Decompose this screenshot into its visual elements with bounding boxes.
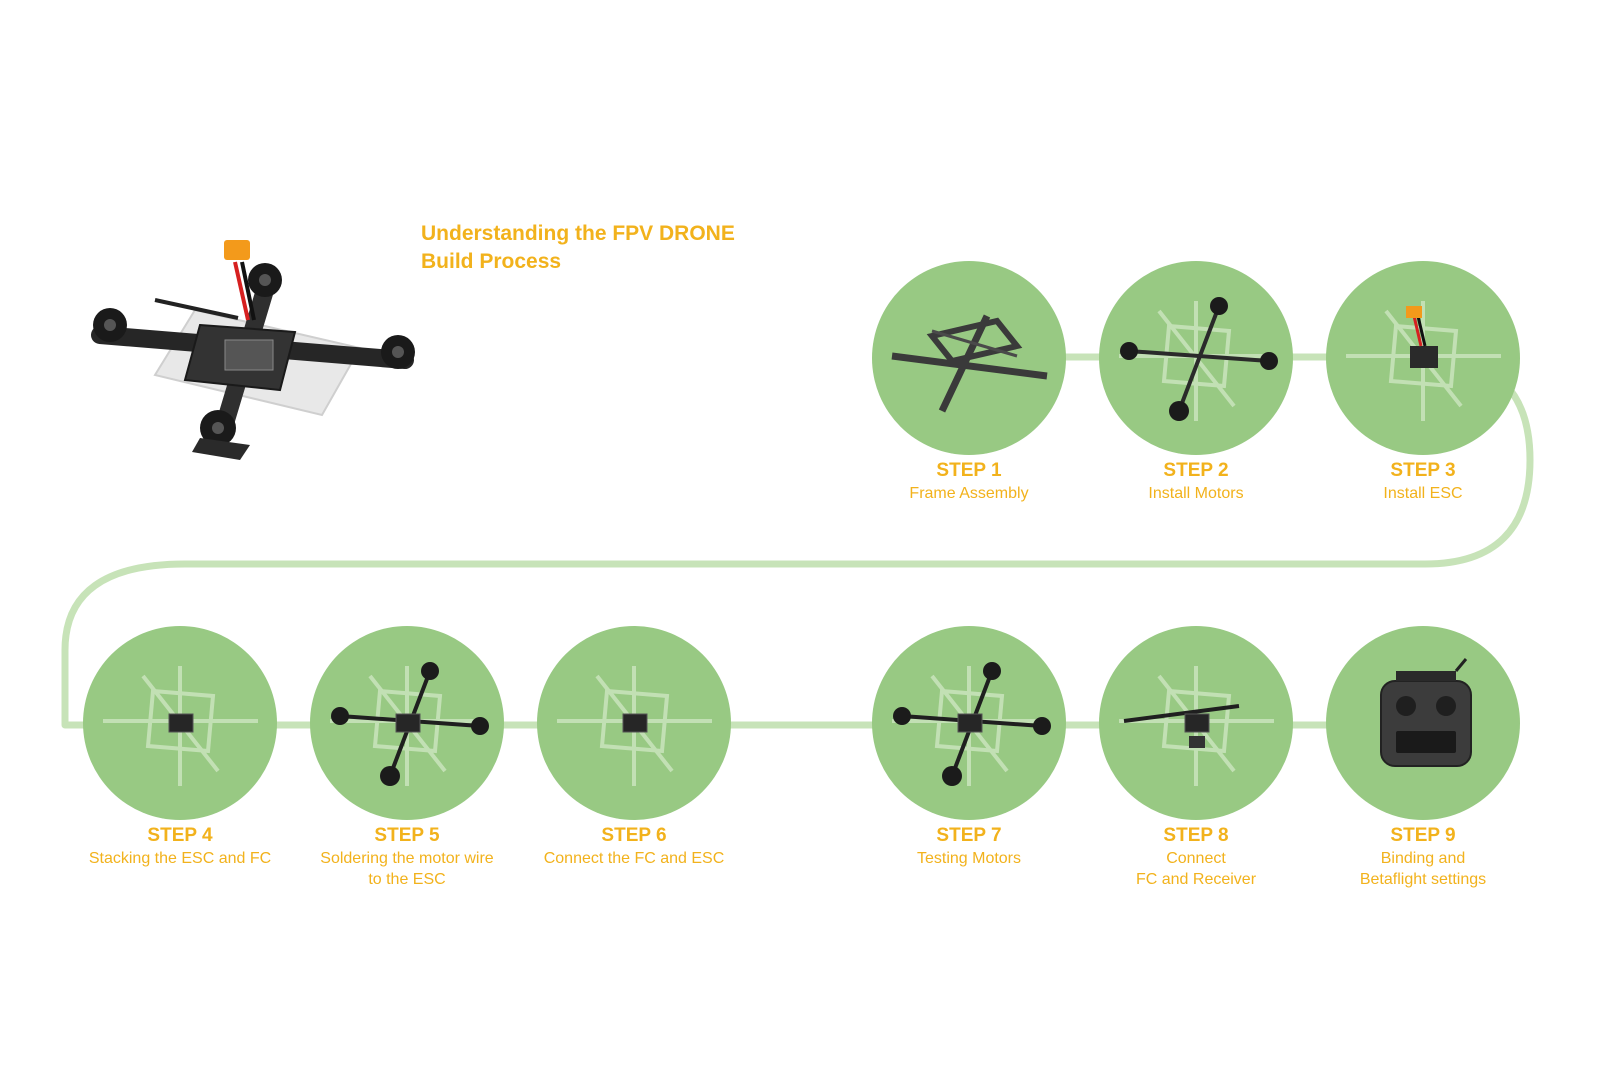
step-number: STEP 9 <box>1390 825 1456 846</box>
diagram-title: Understanding the FPV DRONE Build Proces… <box>421 220 735 276</box>
step-number: STEP 1 <box>936 460 1002 481</box>
step-label: STEP 2 Install Motors <box>1076 459 1316 504</box>
step-label: STEP 4 Stacking the ESC and FC <box>60 824 300 869</box>
step-description: Frame Assembly <box>909 485 1029 502</box>
receiver-icon <box>1119 666 1274 786</box>
solder-icon <box>330 662 489 786</box>
step-circle <box>310 626 504 820</box>
step-number: STEP 4 <box>147 825 213 846</box>
step-number: STEP 5 <box>374 825 440 846</box>
step-number: STEP 3 <box>1390 460 1456 481</box>
step-circle <box>1099 261 1293 455</box>
frame-icon <box>891 314 1048 413</box>
step-circle <box>1326 261 1520 455</box>
step-description: Stacking the ESC and FC <box>88 850 272 867</box>
step-description: Soldering the motor wire to the ESC <box>320 850 494 888</box>
transmitter-icon <box>1380 658 1472 767</box>
step-description: Install Motors <box>1148 485 1244 502</box>
step-description: Connect FC and Receiver <box>1135 850 1257 888</box>
title-line-1: Understanding the FPV DRONE <box>421 222 735 245</box>
step-circle <box>83 626 277 820</box>
step-label: STEP 6 Connect the FC and ESC <box>514 824 754 869</box>
step-label: STEP 1 Frame Assembly <box>849 459 1089 504</box>
step-label: STEP 7 Testing Motors <box>849 824 1089 869</box>
step-circle <box>872 626 1066 820</box>
test-motors-icon <box>892 662 1051 786</box>
step-label: STEP 5 Soldering the motor wire to the E… <box>287 824 527 890</box>
step-number: STEP 2 <box>1163 460 1229 481</box>
step-circle <box>1099 626 1293 820</box>
motors-icon <box>1119 297 1278 421</box>
step-number: STEP 8 <box>1163 825 1229 846</box>
step-label: STEP 8 Connect FC and Receiver <box>1076 824 1316 890</box>
step-description: Testing Motors <box>916 850 1022 867</box>
step-number: STEP 7 <box>936 825 1002 846</box>
step-label: STEP 9 Binding and Betaflight settings <box>1303 824 1543 890</box>
step-circle <box>1326 626 1520 820</box>
step-number: STEP 6 <box>601 825 667 846</box>
step-description: Connect the FC and ESC <box>543 850 725 867</box>
step-description: Install ESC <box>1383 485 1463 502</box>
step-circle <box>537 626 731 820</box>
step-circle <box>872 261 1066 455</box>
esc-icon <box>1346 301 1501 421</box>
fc-esc-icon <box>557 666 712 786</box>
title-line-2: Build Process <box>421 250 562 273</box>
drone-hero-icon <box>91 240 415 460</box>
step-description: Binding and Betaflight settings <box>1359 850 1487 888</box>
stack-icon <box>103 666 258 786</box>
step-label: STEP 3 Install ESC <box>1303 459 1543 504</box>
